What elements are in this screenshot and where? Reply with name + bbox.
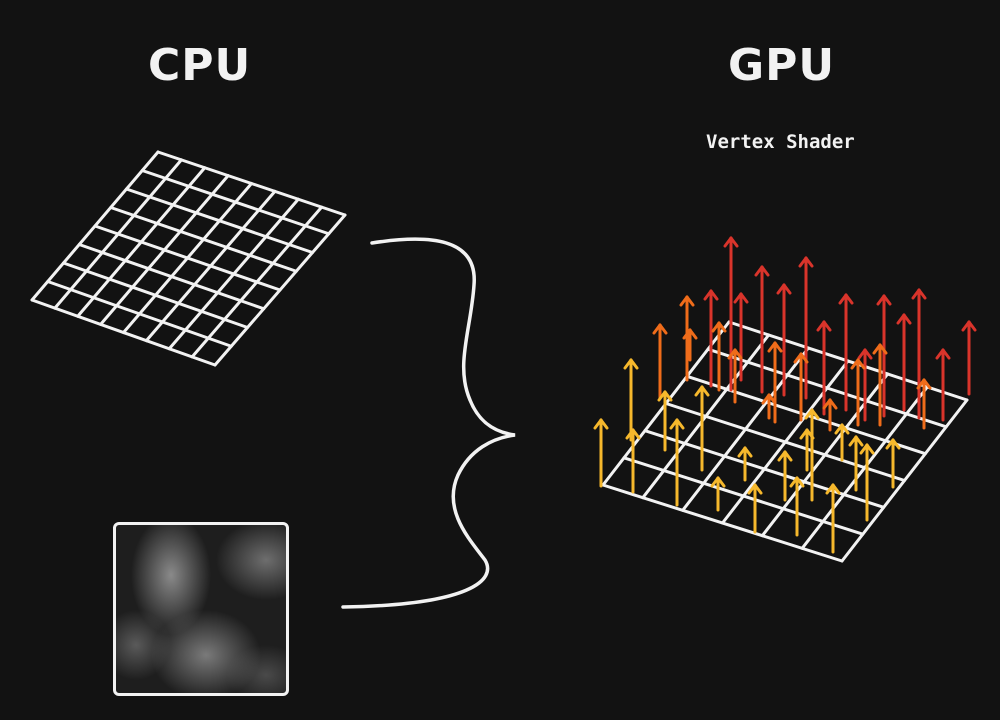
- vertex-arrows: [593, 236, 977, 554]
- cpu-title: CPU: [148, 40, 252, 91]
- vertex-arrow: [703, 289, 719, 388]
- gpu-grid-row-line: [643, 429, 886, 509]
- vertex-shader-label: Vertex Shader: [706, 131, 855, 153]
- cpu-grid-row-line: [62, 261, 249, 329]
- vertex-arrow: [834, 423, 850, 462]
- gpu-grid-row-line: [601, 483, 844, 563]
- vertex-arrow: [623, 358, 639, 442]
- vertex-arrow: [848, 435, 864, 492]
- vertex-arrow: [822, 398, 838, 432]
- vertex-arrow: [652, 323, 668, 400]
- cpu-grid-col-line: [213, 213, 347, 367]
- vertex-arrow: [657, 390, 673, 452]
- cpu-grid-row-line: [77, 243, 266, 311]
- vertex-arrow: [625, 428, 641, 494]
- vertex-arrow: [799, 428, 815, 472]
- vertex-arrow: [935, 348, 951, 422]
- vertex-arrow: [737, 446, 753, 482]
- vertex-arrow: [723, 236, 739, 392]
- vertex-arrow: [711, 321, 727, 392]
- vertex-arrow: [761, 393, 777, 420]
- vertex-arrow: [872, 343, 888, 427]
- cpu-grid-col-line: [190, 205, 324, 359]
- vertex-arrow: [896, 313, 912, 412]
- vertex-arrow: [733, 292, 749, 382]
- vertex-arrow: [754, 265, 770, 394]
- vertex-arrow: [857, 348, 873, 422]
- gpu-grid-icon: [601, 320, 969, 563]
- vertex-arrow: [876, 294, 892, 418]
- vertex-arrow: [798, 256, 814, 400]
- vertex-arrow: [911, 288, 927, 420]
- vertex-arrow: [679, 295, 695, 382]
- vertex-arrow: [789, 476, 805, 537]
- vertex-arrow: [961, 320, 977, 396]
- heightmap-texture: [113, 522, 289, 696]
- vertex-arrow: [850, 358, 866, 427]
- cpu-grid-col-line: [144, 189, 277, 343]
- vertex-arrow: [793, 352, 809, 422]
- vertex-arrow: [682, 328, 698, 362]
- cpu-grid-col-line: [167, 197, 300, 351]
- vertex-arrow: [776, 283, 792, 397]
- vertex-arrow: [669, 418, 685, 507]
- cpu-grid-icon: [30, 150, 347, 367]
- vertex-arrow: [804, 408, 820, 502]
- vertex-arrow: [816, 320, 832, 416]
- vertex-arrow: [838, 293, 854, 412]
- vertex-arrow: [727, 348, 743, 404]
- vertex-arrow: [710, 476, 726, 512]
- cpu-grid-row-line: [46, 280, 233, 348]
- vertex-arrow: [593, 418, 609, 488]
- vertex-arrow: [777, 450, 793, 502]
- vertex-arrow: [916, 378, 932, 430]
- gpu-grid-col-line: [800, 385, 929, 550]
- vertex-arrow: [694, 385, 710, 472]
- vertex-arrow: [767, 341, 783, 424]
- gpu-title: GPU: [728, 40, 836, 91]
- vertex-arrow: [825, 483, 841, 554]
- vertex-arrow: [859, 443, 875, 522]
- curly-brace-icon: [341, 237, 516, 609]
- gpu-grid-row-line: [622, 456, 865, 536]
- vertex-arrow: [885, 438, 901, 489]
- vertex-arrow: [747, 483, 763, 534]
- gpu-grid-col-line: [840, 398, 969, 563]
- cpu-grid-row-line: [30, 298, 217, 367]
- cpu-grid-col-line: [122, 182, 253, 334]
